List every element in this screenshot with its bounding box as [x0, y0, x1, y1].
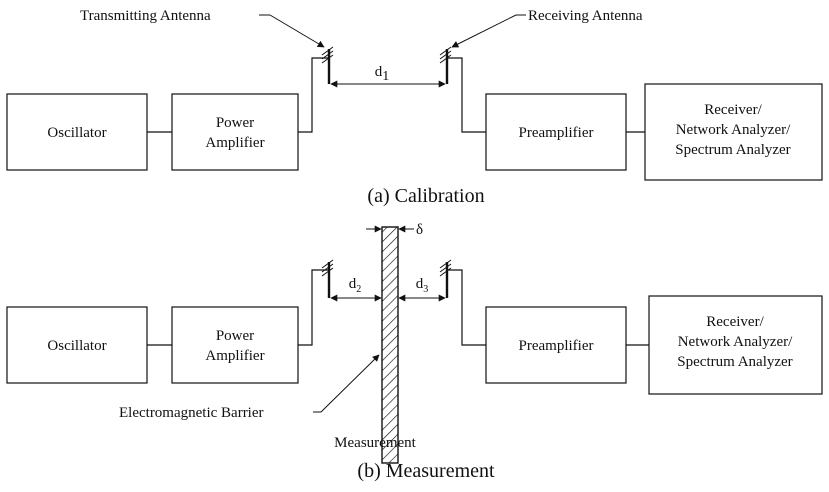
- electromagnetic-barrier: [381, 226, 399, 464]
- receiver-label-1-a: Receiver/: [704, 102, 762, 118]
- oscillator-box-b: [6, 306, 148, 384]
- tx-antenna-hatch-b: [321, 259, 334, 277]
- power-amplifier-box-a: [171, 93, 299, 171]
- tx-feed-b: [298, 269, 329, 346]
- delta-label: δ: [416, 222, 423, 238]
- tx-antenna-hatch-a: [321, 46, 334, 64]
- receiver-label-2-a: Network Analyzer/: [676, 122, 791, 138]
- rx-feed-b: [447, 269, 486, 346]
- tx-feed-a: [298, 57, 329, 133]
- oscillator-label-a: Oscillator: [47, 125, 106, 141]
- receiver-box-b: [648, 295, 823, 395]
- calibration-diagram: Oscillator Power Amplifier d1 Preamplifi…: [6, 8, 823, 207]
- receiver-box-a: [644, 83, 823, 181]
- measurement-caption: (b) Measurement: [357, 460, 495, 482]
- preamplifier-label-b: Preamplifier: [519, 338, 594, 354]
- tx-callout-arrow: [269, 14, 325, 48]
- receiving-antenna-label: Receiving Antenna: [528, 8, 643, 24]
- electromagnetic-barrier-label: Electromagnetic Barrier: [119, 405, 264, 421]
- rx-antenna-hatch-b: [439, 259, 452, 277]
- power-amplifier-label-2-a: Amplifier: [205, 135, 264, 151]
- calibration-caption: (a) Calibration: [367, 185, 484, 207]
- receiver-label-2-b: Network Analyzer/: [678, 334, 793, 350]
- oscillator-label-b: Oscillator: [47, 338, 106, 354]
- preamplifier-box-b: [485, 306, 627, 384]
- d2-label: d2: [349, 276, 362, 295]
- power-amplifier-box-b: [171, 306, 299, 384]
- d3-label: d3: [416, 276, 429, 295]
- receiver-label-1-b: Receiver/: [706, 314, 764, 330]
- barrier-callout-arrow: [320, 354, 380, 413]
- receiver-label-3-a: Spectrum Analyzer: [675, 142, 790, 158]
- measurement-diagram: Oscillator Power Amplifier δ d2 d3: [6, 222, 823, 482]
- rx-antenna-hatch-a: [439, 46, 452, 64]
- rx-callout-arrow: [451, 14, 517, 48]
- rx-feed-a: [447, 57, 486, 133]
- transmitting-antenna-label: Transmitting Antenna: [80, 8, 211, 24]
- power-amplifier-label-1-b: Power: [216, 328, 254, 344]
- measurement-label: Measurement: [334, 435, 416, 451]
- power-amplifier-label-1-a: Power: [216, 115, 254, 131]
- receiver-label-3-b: Spectrum Analyzer: [677, 354, 792, 370]
- d1-label: d1: [375, 64, 390, 84]
- power-amplifier-label-2-b: Amplifier: [205, 348, 264, 364]
- oscillator-box-a: [6, 93, 148, 171]
- preamplifier-label-a: Preamplifier: [519, 125, 594, 141]
